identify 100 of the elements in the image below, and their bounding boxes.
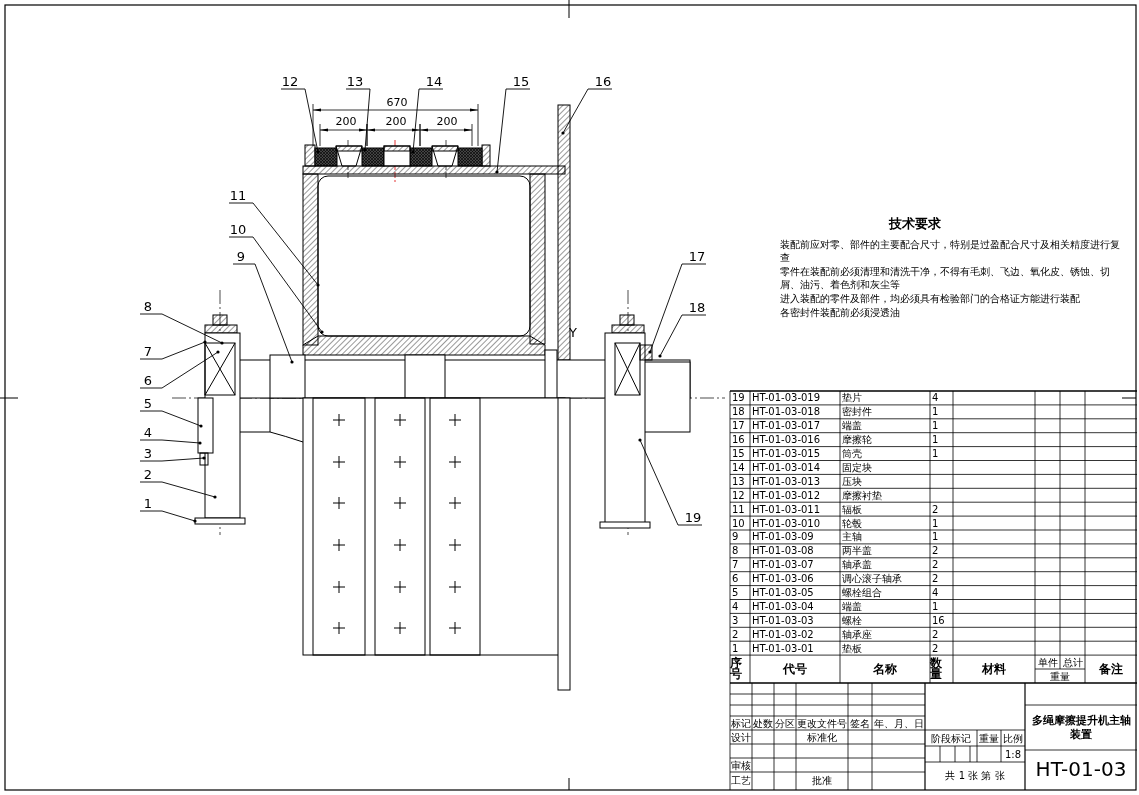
part-code: HT-01-03-013	[751, 474, 822, 489]
quantity: 1	[931, 419, 940, 433]
callout-number: 13	[346, 74, 364, 89]
column-header: 代号	[782, 660, 808, 678]
scale-value: 1:8	[1003, 747, 1023, 762]
part-name: 端盖	[841, 599, 863, 614]
part-name: 辐板	[841, 502, 863, 517]
callout-number: 5	[140, 396, 156, 411]
part-name: 筒壳	[841, 447, 863, 461]
sheet-count: 共 1 张 第 张	[944, 769, 1006, 783]
part-code: HT-01-03-012	[751, 488, 822, 503]
quantity: 2	[931, 627, 940, 642]
title-block-label: 比例	[1002, 731, 1024, 746]
column-header: 重量	[1049, 669, 1071, 683]
part-code: HT-01-03-01	[751, 641, 815, 656]
item-number: 10	[731, 516, 746, 530]
callout-number: 15	[512, 74, 530, 89]
column-header: 材料	[981, 660, 1007, 678]
callout-number: 7	[140, 344, 156, 359]
item-number: 8	[731, 544, 740, 558]
part-code: HT-01-03-011	[751, 502, 822, 517]
part-name: 固定块	[841, 460, 873, 475]
item-number: 6	[731, 572, 740, 586]
part-name: 主轴	[841, 530, 863, 544]
part-name: 轮毂	[841, 516, 863, 530]
quantity: 4	[931, 586, 940, 600]
item-number: 7	[731, 558, 740, 572]
requirement-text: 零件在装配前必须清理和清洗干净，不得有毛刺、飞边、氧化皮、锈蚀、切屑、油污、着色剂和灰尘等	[780, 265, 1111, 291]
part-name: 端盖	[841, 419, 863, 433]
callout-number: 4	[140, 425, 156, 440]
quantity: 2	[931, 502, 940, 517]
quantity: 4	[931, 391, 940, 405]
part-name: 螺栓	[841, 613, 863, 628]
part-code: HT-01-03-04	[751, 599, 815, 614]
quantity: 1	[931, 530, 940, 544]
title-block-label: 审核	[730, 758, 752, 772]
item-number: 16	[731, 433, 746, 447]
title-block-label: 设计	[730, 730, 752, 744]
callout-number: 16	[594, 74, 612, 89]
column-header: 备注	[1098, 660, 1124, 678]
part-code: HT-01-03-015	[751, 447, 822, 461]
item-number: 14	[731, 460, 746, 475]
title-block-label: 分区	[774, 716, 796, 730]
item-number: 15	[731, 447, 746, 461]
item-number: 18	[731, 405, 746, 419]
quantity: 2	[931, 558, 940, 572]
part-name: 轴承座	[841, 627, 873, 642]
item-number: 12	[731, 488, 746, 503]
part-name: 两半盖	[841, 544, 873, 558]
item-number: 19	[731, 391, 746, 405]
callout-number: 12	[281, 74, 299, 89]
quantity: 16	[931, 613, 946, 628]
part-code: HT-01-03-07	[751, 558, 815, 572]
requirement-text: 进入装配的零件及部件，均必须具有检验部门的合格证方能进行装配	[780, 292, 1081, 305]
column-header: 序号	[730, 655, 743, 683]
quantity: 2	[931, 641, 940, 656]
dimension-text: 200	[334, 115, 358, 128]
drawing-title: 多绳摩擦提升机主轴装置	[1030, 713, 1132, 743]
quantity: 1	[931, 599, 940, 614]
part-name: 垫板	[841, 641, 863, 656]
requirement-text: 各密封件装配前必须浸透油	[780, 306, 901, 319]
callout-number: 9	[233, 249, 249, 264]
part-code: HT-01-03-016	[751, 433, 822, 447]
item-number: 2	[731, 627, 740, 642]
part-code: HT-01-03-02	[751, 627, 815, 642]
quantity: 1	[931, 405, 940, 419]
item-number: 17	[731, 419, 746, 433]
part-name: 摩擦衬垫	[841, 488, 883, 503]
part-name: 垫片	[841, 391, 863, 405]
title-block-label: 批准	[811, 774, 833, 788]
quantity: 1	[931, 433, 940, 447]
title-block-label: 重量	[978, 731, 1000, 746]
item-number: 5	[731, 586, 740, 600]
dimension-text: 200	[435, 115, 459, 128]
part-name: 螺栓组合	[841, 586, 883, 600]
callout-number: 10	[229, 222, 247, 237]
part-code: HT-01-03-010	[751, 516, 822, 530]
part-name: 轴承盖	[841, 558, 873, 572]
title-block-label: 处数	[752, 716, 774, 730]
dimension-text: 200	[384, 115, 408, 128]
item-number: 13	[731, 474, 746, 489]
part-code: HT-01-03-06	[751, 572, 815, 586]
part-code: HT-01-03-09	[751, 530, 815, 544]
column-header: 数量	[930, 655, 943, 683]
title-block-label: 年、月、日	[872, 716, 925, 730]
item-number: 3	[731, 613, 740, 628]
part-code: HT-01-03-018	[751, 405, 822, 419]
column-header: 名称	[872, 660, 898, 678]
quantity: 2	[931, 572, 940, 586]
view-letter: Y	[568, 324, 578, 340]
callout-number: 6	[140, 373, 156, 388]
callout-number: 17	[688, 249, 706, 264]
quantity: 1	[931, 516, 940, 530]
part-code: HT-01-03-017	[751, 419, 822, 433]
dimension-text: 670	[385, 96, 409, 109]
part-code: HT-01-03-05	[751, 586, 815, 600]
callout-number: 11	[229, 188, 247, 203]
part-name: 压块	[841, 474, 863, 489]
title-block-label: 工艺	[730, 774, 752, 788]
item-number: 1	[731, 641, 740, 656]
